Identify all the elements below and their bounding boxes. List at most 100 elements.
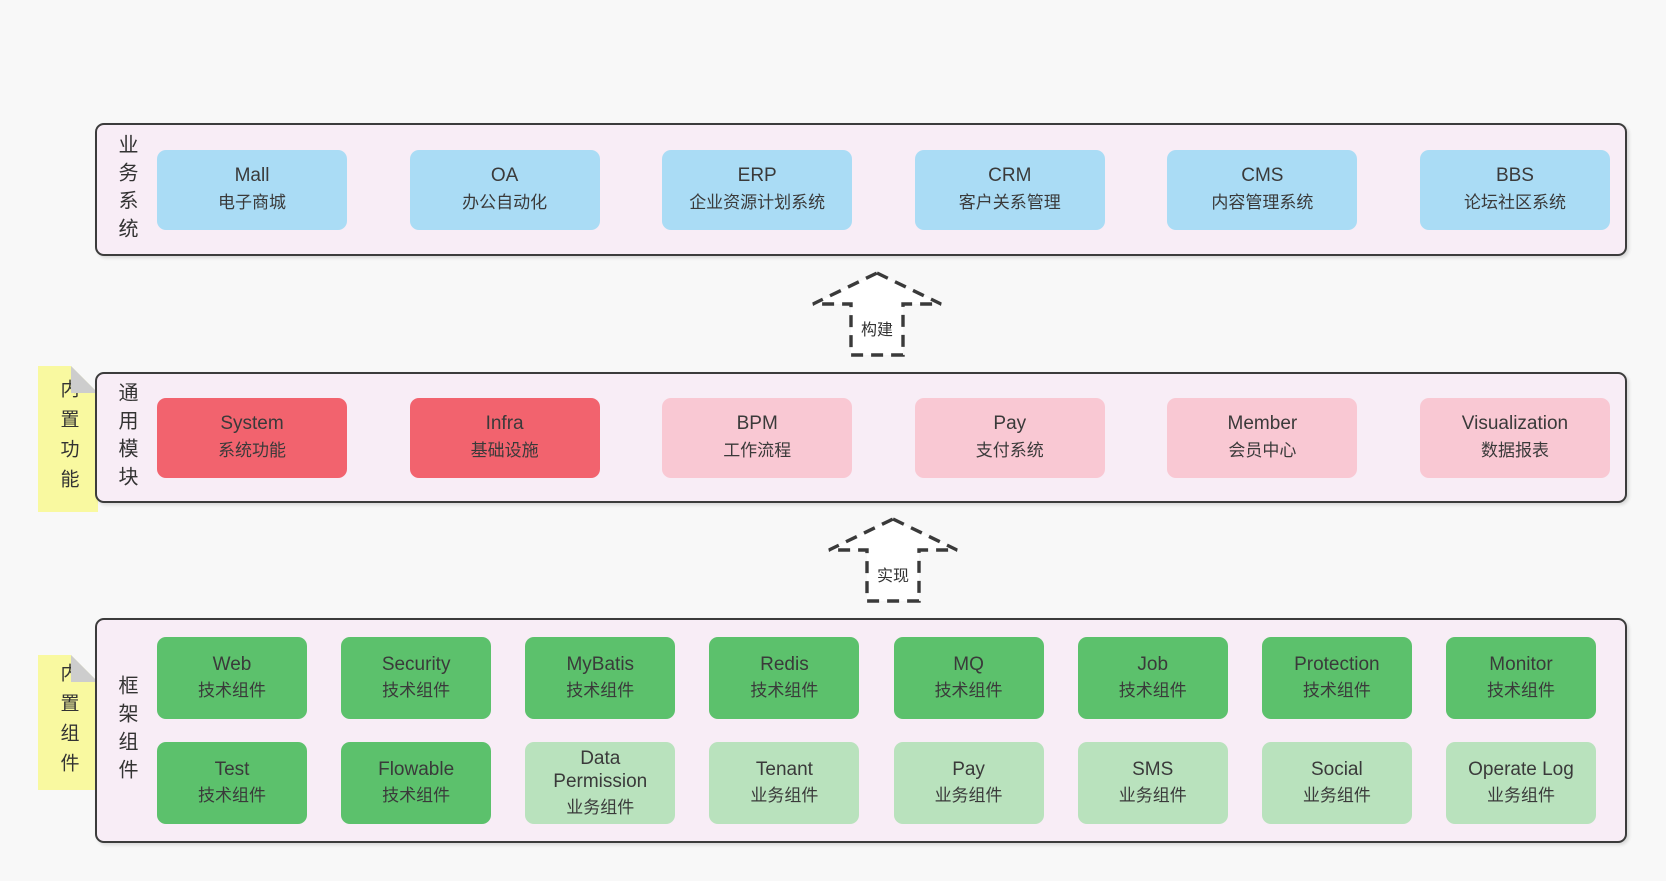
box-flowable-name: Flowable: [378, 759, 455, 781]
box-mybatis-desc: 技术组件: [566, 681, 635, 701]
box-monitor-desc: 技术组件: [1486, 681, 1555, 701]
arrow-build: 构建: [810, 270, 944, 358]
layer-common-modules-label: 通用模块: [97, 374, 149, 501]
box-mq-name: MQ: [953, 654, 984, 676]
box-web: Web 技术组件: [157, 637, 307, 719]
box-cms-name: CMS: [1241, 165, 1284, 187]
box-pay-component: Pay 业务组件: [893, 742, 1044, 824]
box-pay-component-desc: 业务组件: [934, 786, 1003, 806]
box-system: System 系统功能: [157, 397, 347, 478]
box-oa: OA 办公自动化: [409, 149, 600, 230]
box-tenant: Tenant 业务组件: [709, 742, 860, 824]
box-mybatis-name: MyBatis: [566, 654, 635, 676]
modules-box-row: System 系统功能 Infra 基础设施 BPM 工作流程 Pay 支付系统…: [157, 374, 1610, 501]
box-tenant-desc: 业务组件: [750, 786, 819, 806]
box-infra-desc: 基础设施: [470, 441, 539, 461]
box-redis: Redis 技术组件: [709, 637, 860, 719]
box-web-name: Web: [212, 654, 252, 676]
box-redis-desc: 技术组件: [750, 681, 819, 701]
box-pay-module-name: Pay: [993, 413, 1027, 435]
box-monitor: Monitor 技术组件: [1445, 637, 1596, 719]
sticky-note-builtin-features: 内置功能: [38, 366, 98, 512]
sticky-note-builtin-components-text: 内置组件: [57, 662, 79, 783]
box-bbs: BBS 论坛社区系统: [1419, 149, 1610, 230]
box-data-permission: Data Permission 业务组件: [525, 742, 676, 824]
layer-business-systems-label: 业务系统: [97, 125, 149, 254]
box-data-permission-desc: 业务组件: [566, 797, 635, 817]
layer-business-systems: 业务系统 Mall 电子商城 OA 办公自动化 ERP 企业资源计划系统 CRM…: [95, 123, 1627, 256]
folded-corner-icon: [71, 366, 98, 393]
layer-framework-components-label: 框架组件: [97, 620, 149, 841]
sticky-note-builtin-components: 内置组件: [38, 655, 98, 790]
box-visualization-name: Visualization: [1461, 413, 1569, 435]
box-sms-name: SMS: [1132, 759, 1174, 781]
box-crm-desc: 客户关系管理: [958, 193, 1061, 213]
box-cms-desc: 内容管理系统: [1211, 193, 1314, 213]
box-mybatis: MyBatis 技术组件: [525, 637, 676, 719]
box-social-desc: 业务组件: [1302, 786, 1371, 806]
box-job-name: Job: [1137, 654, 1169, 676]
box-pay-module-desc: 支付系统: [975, 441, 1044, 461]
layer-business-systems-text: 业务系统: [115, 133, 137, 246]
box-protection-name: Protection: [1294, 654, 1380, 676]
box-system-desc: 系统功能: [218, 441, 286, 461]
block-arrow-up-icon: [828, 517, 958, 603]
box-bpm-desc: 工作流程: [723, 441, 792, 461]
box-mall-name: Mall: [234, 165, 270, 187]
layer-common-modules-text: 通用模块: [115, 381, 137, 494]
box-bbs-desc: 论坛社区系统: [1463, 193, 1566, 213]
box-security-desc: 技术组件: [382, 681, 451, 701]
box-flowable: Flowable 技术组件: [341, 742, 492, 824]
box-crm: CRM 客户关系管理: [914, 149, 1105, 230]
components-row-1: Web 技术组件 Security 技术组件 MyBatis 技术组件 Redi…: [157, 637, 1596, 719]
box-system-name: System: [220, 413, 284, 435]
box-pay-module: Pay 支付系统: [914, 397, 1105, 478]
box-operate-log: Operate Log 业务组件: [1445, 742, 1596, 824]
sticky-note-builtin-features-text: 内置功能: [57, 379, 79, 499]
box-member-desc: 会员中心: [1228, 441, 1297, 461]
box-security: Security 技术组件: [341, 637, 492, 719]
box-sms-desc: 业务组件: [1118, 786, 1187, 806]
box-erp: ERP 企业资源计划系统: [662, 149, 853, 230]
box-pay-component-name: Pay: [952, 759, 985, 781]
box-crm-name: CRM: [988, 165, 1032, 187]
box-erp-desc: 企业资源计划系统: [689, 193, 826, 213]
components-row-2: Test 技术组件 Flowable 技术组件 Data Permission …: [157, 742, 1596, 824]
box-bpm-name: BPM: [736, 413, 778, 435]
box-social-name: Social: [1310, 759, 1363, 781]
sticky-note-builtin-features-label: 内置功能: [38, 366, 98, 512]
box-mq: MQ 技术组件: [893, 637, 1044, 719]
box-mq-desc: 技术组件: [934, 681, 1003, 701]
box-bpm: BPM 工作流程: [662, 397, 853, 478]
box-bbs-name: BBS: [1495, 165, 1534, 187]
box-oa-name: OA: [490, 165, 519, 187]
box-protection: Protection 技术组件: [1261, 637, 1412, 719]
components-box-grid: Web 技术组件 Security 技术组件 MyBatis 技术组件 Redi…: [157, 620, 1596, 841]
box-operate-log-name: Operate Log: [1468, 759, 1574, 781]
box-operate-log-desc: 业务组件: [1486, 786, 1555, 806]
arrow-implement-label: 实现: [873, 562, 913, 586]
box-mall: Mall 电子商城: [157, 149, 347, 230]
arrow-implement: 实现: [826, 516, 960, 604]
box-flowable-desc: 技术组件: [382, 786, 451, 806]
box-security-name: Security: [381, 654, 451, 676]
box-member-name: Member: [1227, 413, 1298, 435]
box-test-name: Test: [214, 759, 250, 781]
box-infra: Infra 基础设施: [409, 397, 600, 478]
sticky-note-builtin-components-label: 内置组件: [38, 655, 98, 790]
box-monitor-name: Monitor: [1489, 654, 1553, 676]
box-cms: CMS 内容管理系统: [1167, 149, 1358, 230]
box-erp-name: ERP: [737, 165, 777, 187]
box-test-desc: 技术组件: [198, 786, 266, 806]
layer-framework-components-text: 框架组件: [115, 674, 137, 787]
business-box-row: Mall 电子商城 OA 办公自动化 ERP 企业资源计划系统 CRM 客户关系…: [157, 125, 1610, 254]
block-arrow-up-icon: [812, 271, 942, 357]
box-visualization-desc: 数据报表: [1480, 441, 1549, 461]
box-redis-name: Redis: [760, 654, 809, 676]
box-infra-name: Infra: [485, 413, 524, 435]
box-test: Test 技术组件: [157, 742, 307, 824]
box-social: Social 业务组件: [1261, 742, 1412, 824]
box-oa-desc: 办公自动化: [462, 193, 548, 213]
arrow-build-label: 构建: [857, 316, 897, 340]
